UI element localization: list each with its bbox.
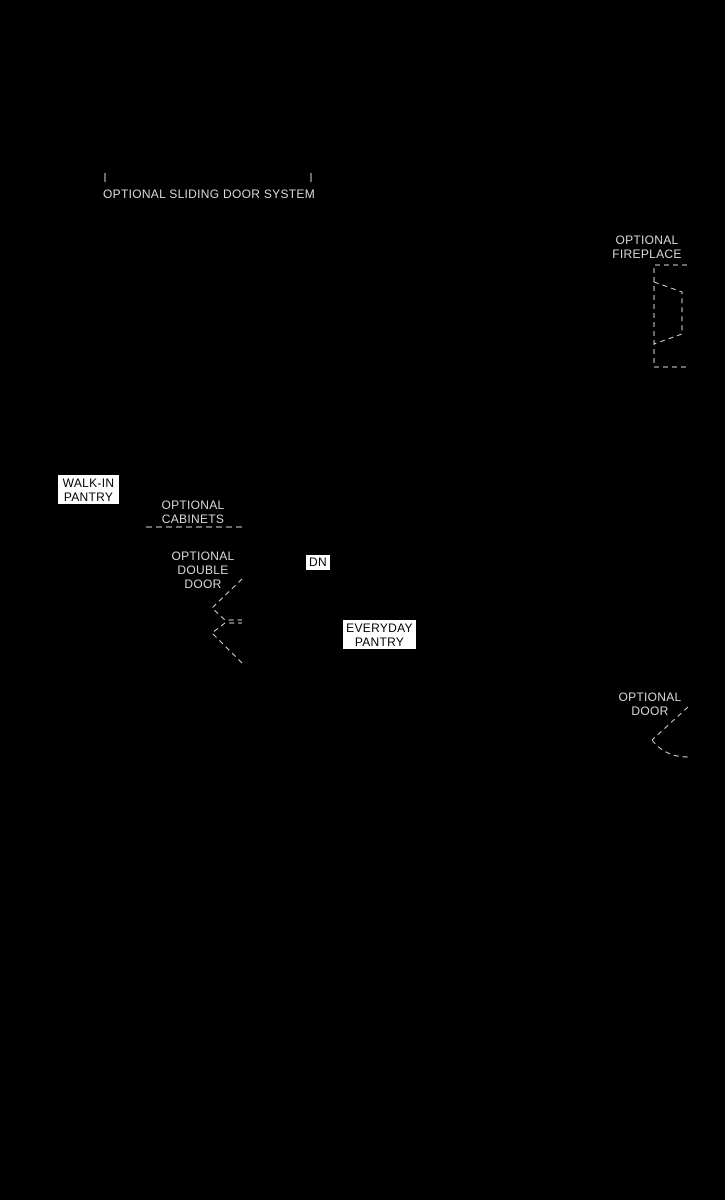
room-everyday-pantry: EVERYDAY PANTRY: [343, 620, 416, 649]
double-door-label: OPTIONAL DOUBLE DOOR: [160, 549, 246, 591]
fireplace-label-line2: FIREPLACE: [612, 247, 682, 261]
walk-in-line2: PANTRY: [63, 490, 114, 504]
stairs-down-label: DN: [306, 555, 330, 570]
door-label-line1: OPTIONAL: [618, 690, 682, 704]
sliding-door-label: OPTIONAL SLIDING DOOR SYSTEM: [103, 187, 315, 201]
double-door-label-line1: OPTIONAL: [171, 549, 235, 563]
door-label: OPTIONAL DOOR: [607, 690, 693, 718]
double-door-label-line2: DOUBLE: [177, 563, 229, 577]
everyday-line2: PANTRY: [354, 635, 405, 649]
fireplace-label: OPTIONAL FIREPLACE: [604, 233, 690, 261]
double-door-swing: [211, 578, 243, 664]
fireplace-label-line1: OPTIONAL: [615, 233, 679, 247]
everyday-line1: EVERYDAY: [346, 621, 413, 635]
room-walk-in-pantry: WALK-IN PANTRY: [58, 475, 119, 504]
optional-door-swing: [651, 706, 689, 758]
walk-in-line1: WALK-IN: [62, 476, 115, 490]
double-door-label-line3: DOOR: [184, 577, 222, 591]
door-label-line2: DOOR: [631, 704, 669, 718]
cabinets-label: OPTIONAL CABINETS: [150, 498, 236, 526]
fireplace-symbol: [653, 264, 687, 368]
cabinets-label-line2: CABINETS: [161, 512, 225, 526]
cabinets-label-line1: OPTIONAL: [161, 498, 225, 512]
